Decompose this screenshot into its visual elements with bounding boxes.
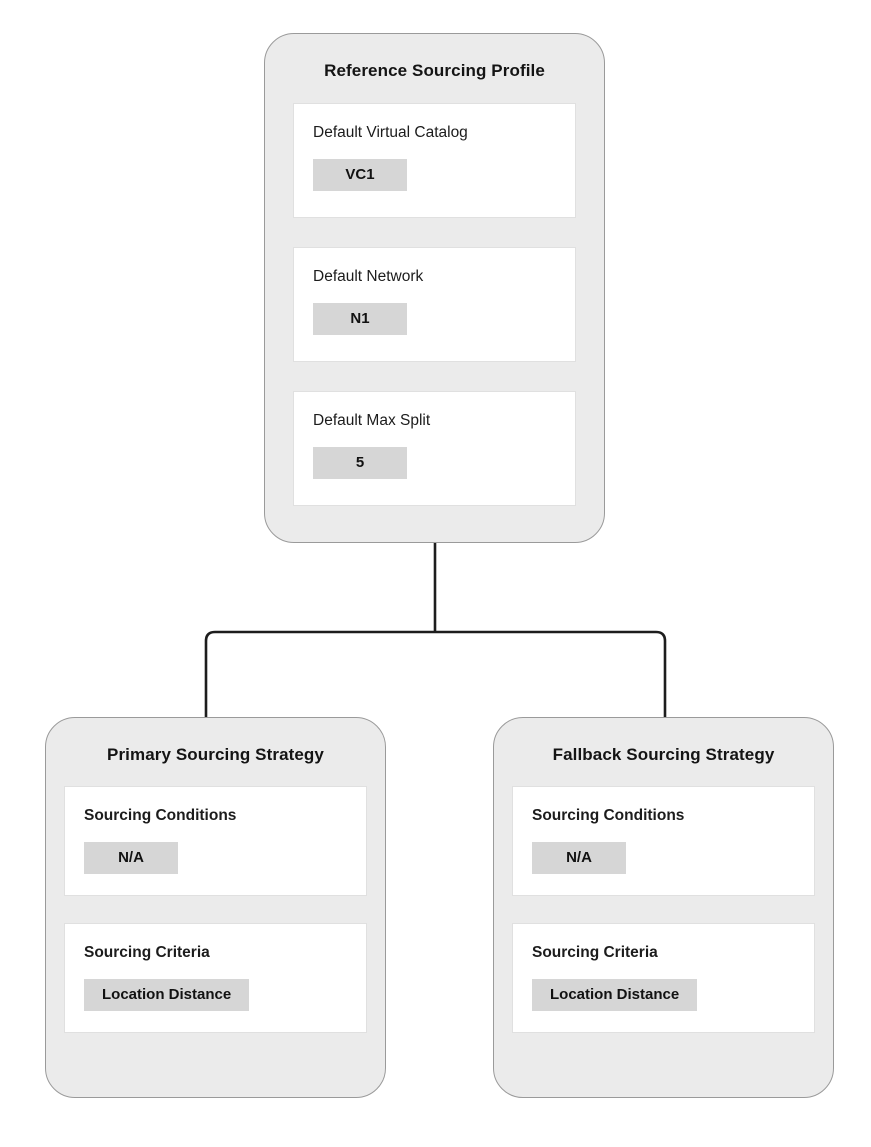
field-default-network[interactable]: Default Network N1 [293,247,576,363]
field-label: Default Virtual Catalog [313,124,468,142]
field-value-chip: Location Distance [532,978,698,1011]
field-value-chip: N1 [313,302,407,335]
card-title: Primary Sourcing Strategy [107,745,324,764]
card-reference-sourcing-profile[interactable]: Reference Sourcing Profile Default Virtu… [264,33,605,543]
field-sourcing-criteria[interactable]: Sourcing Criteria Location Distance [512,923,815,1034]
field-value-chip: 5 [313,446,407,479]
field-value-row: N1 [313,302,556,335]
field-value-row: Location Distance [84,978,347,1011]
field-value-chip: Location Distance [84,978,250,1011]
field-sourcing-conditions[interactable]: Sourcing Conditions N/A [512,786,815,897]
field-label: Default Max Split [313,412,431,430]
field-default-max-split[interactable]: Default Max Split 5 [293,391,576,507]
field-list: Sourcing Conditions N/A Sourcing Criteri… [64,786,367,1034]
field-label: Sourcing Conditions [532,807,685,825]
card-title: Fallback Sourcing Strategy [552,745,775,764]
field-value-chip: N/A [84,841,178,874]
field-list: Default Virtual Catalog VC1 Default Netw… [293,103,576,507]
field-value-row: N/A [84,841,347,874]
field-sourcing-conditions[interactable]: Sourcing Conditions N/A [64,786,367,897]
field-label: Sourcing Criteria [532,944,658,962]
field-value-row: N/A [532,841,795,874]
field-value-chip: N/A [532,841,626,874]
field-list: Sourcing Conditions N/A Sourcing Criteri… [512,786,815,1034]
field-label: Default Network [313,268,424,286]
card-primary-sourcing-strategy[interactable]: Primary Sourcing Strategy Sourcing Condi… [45,717,386,1098]
card-title: Reference Sourcing Profile [324,61,545,80]
card-fallback-sourcing-strategy[interactable]: Fallback Sourcing Strategy Sourcing Cond… [493,717,834,1098]
field-value-row: VC1 [313,158,556,191]
field-value-row: Location Distance [532,978,795,1011]
field-default-virtual-catalog[interactable]: Default Virtual Catalog VC1 [293,103,576,219]
field-label: Sourcing Criteria [84,944,210,962]
field-sourcing-criteria[interactable]: Sourcing Criteria Location Distance [64,923,367,1034]
field-value-chip: VC1 [313,158,407,191]
field-value-row: 5 [313,446,556,479]
field-label: Sourcing Conditions [84,807,237,825]
